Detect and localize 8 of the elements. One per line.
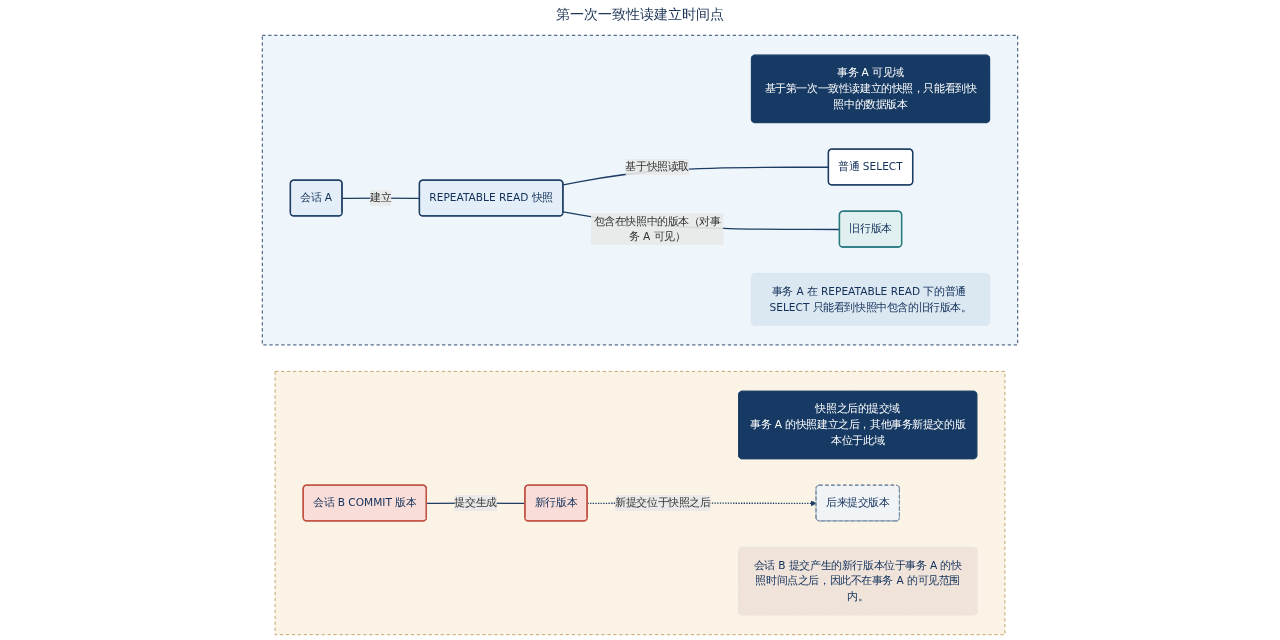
cluster (274, 370, 1006, 636)
edge-label: 新提交位于快照之后 (615, 496, 711, 509)
edge-label: 提交生成 (454, 496, 497, 509)
edge-label: 建立 (370, 191, 392, 204)
cluster (261, 34, 1019, 346)
edge-label: 基于快照读取 (625, 160, 689, 173)
annotation-text: 第一次一致性读建立时间点 (556, 6, 724, 22)
edge-label: 包含在快照中的版本（对事务 A 可见） (593, 214, 721, 244)
